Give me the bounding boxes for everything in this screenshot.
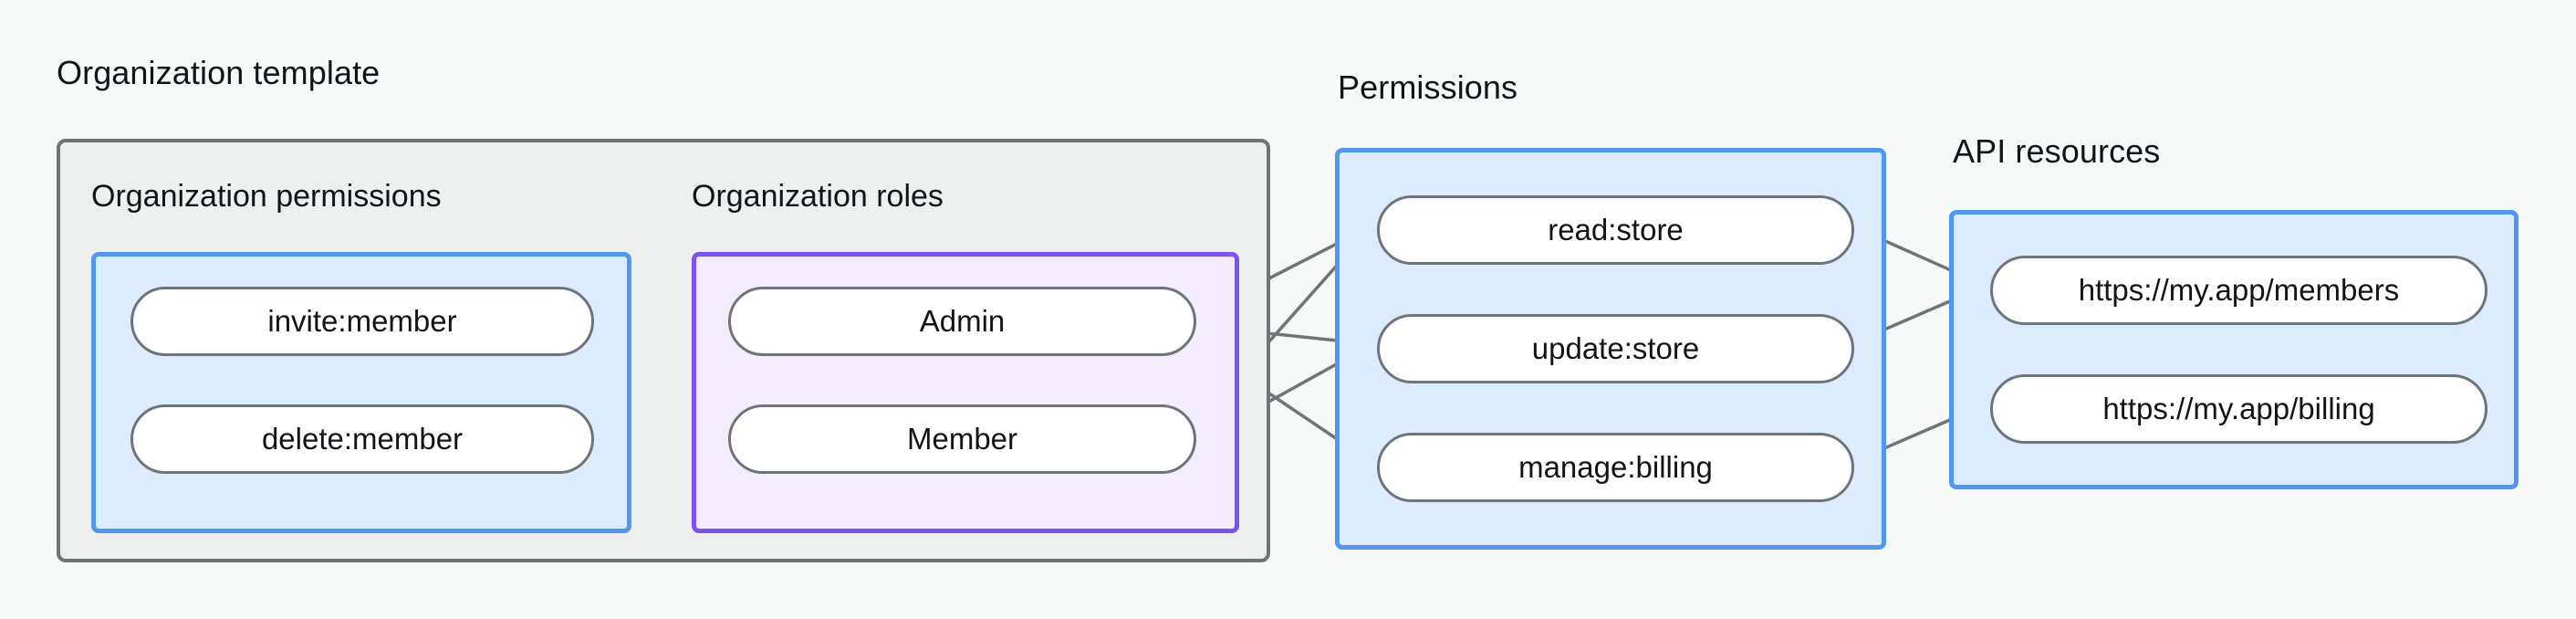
organization-roles-title: Organization roles: [692, 179, 944, 214]
permissions-panel: read:store update:store manage:billing: [1335, 148, 1886, 550]
permissions-caption: Permissions: [1338, 68, 1518, 106]
node-read-store[interactable]: read:store: [1377, 195, 1854, 265]
node-invite-member[interactable]: invite:member: [130, 287, 594, 356]
organization-permissions-panel: invite:member delete:member: [91, 252, 631, 533]
node-api-billing[interactable]: https://my.app/billing: [1990, 374, 2487, 444]
node-api-members[interactable]: https://my.app/members: [1990, 256, 2487, 325]
organization-roles-panel: Admin Member: [692, 252, 1239, 533]
organization-template-caption: Organization template: [57, 54, 381, 91]
node-admin[interactable]: Admin: [728, 287, 1196, 356]
organization-template-group: Organization permissions invite:member d…: [57, 139, 1270, 562]
organization-permissions-title: Organization permissions: [91, 179, 442, 214]
node-manage-billing[interactable]: manage:billing: [1377, 433, 1854, 502]
api-resources-caption: API resources: [1953, 132, 2161, 170]
node-member[interactable]: Member: [728, 404, 1196, 474]
node-update-store[interactable]: update:store: [1377, 314, 1854, 383]
api-resources-panel: https://my.app/members https://my.app/bi…: [1949, 210, 2519, 489]
node-delete-member[interactable]: delete:member: [130, 404, 594, 474]
